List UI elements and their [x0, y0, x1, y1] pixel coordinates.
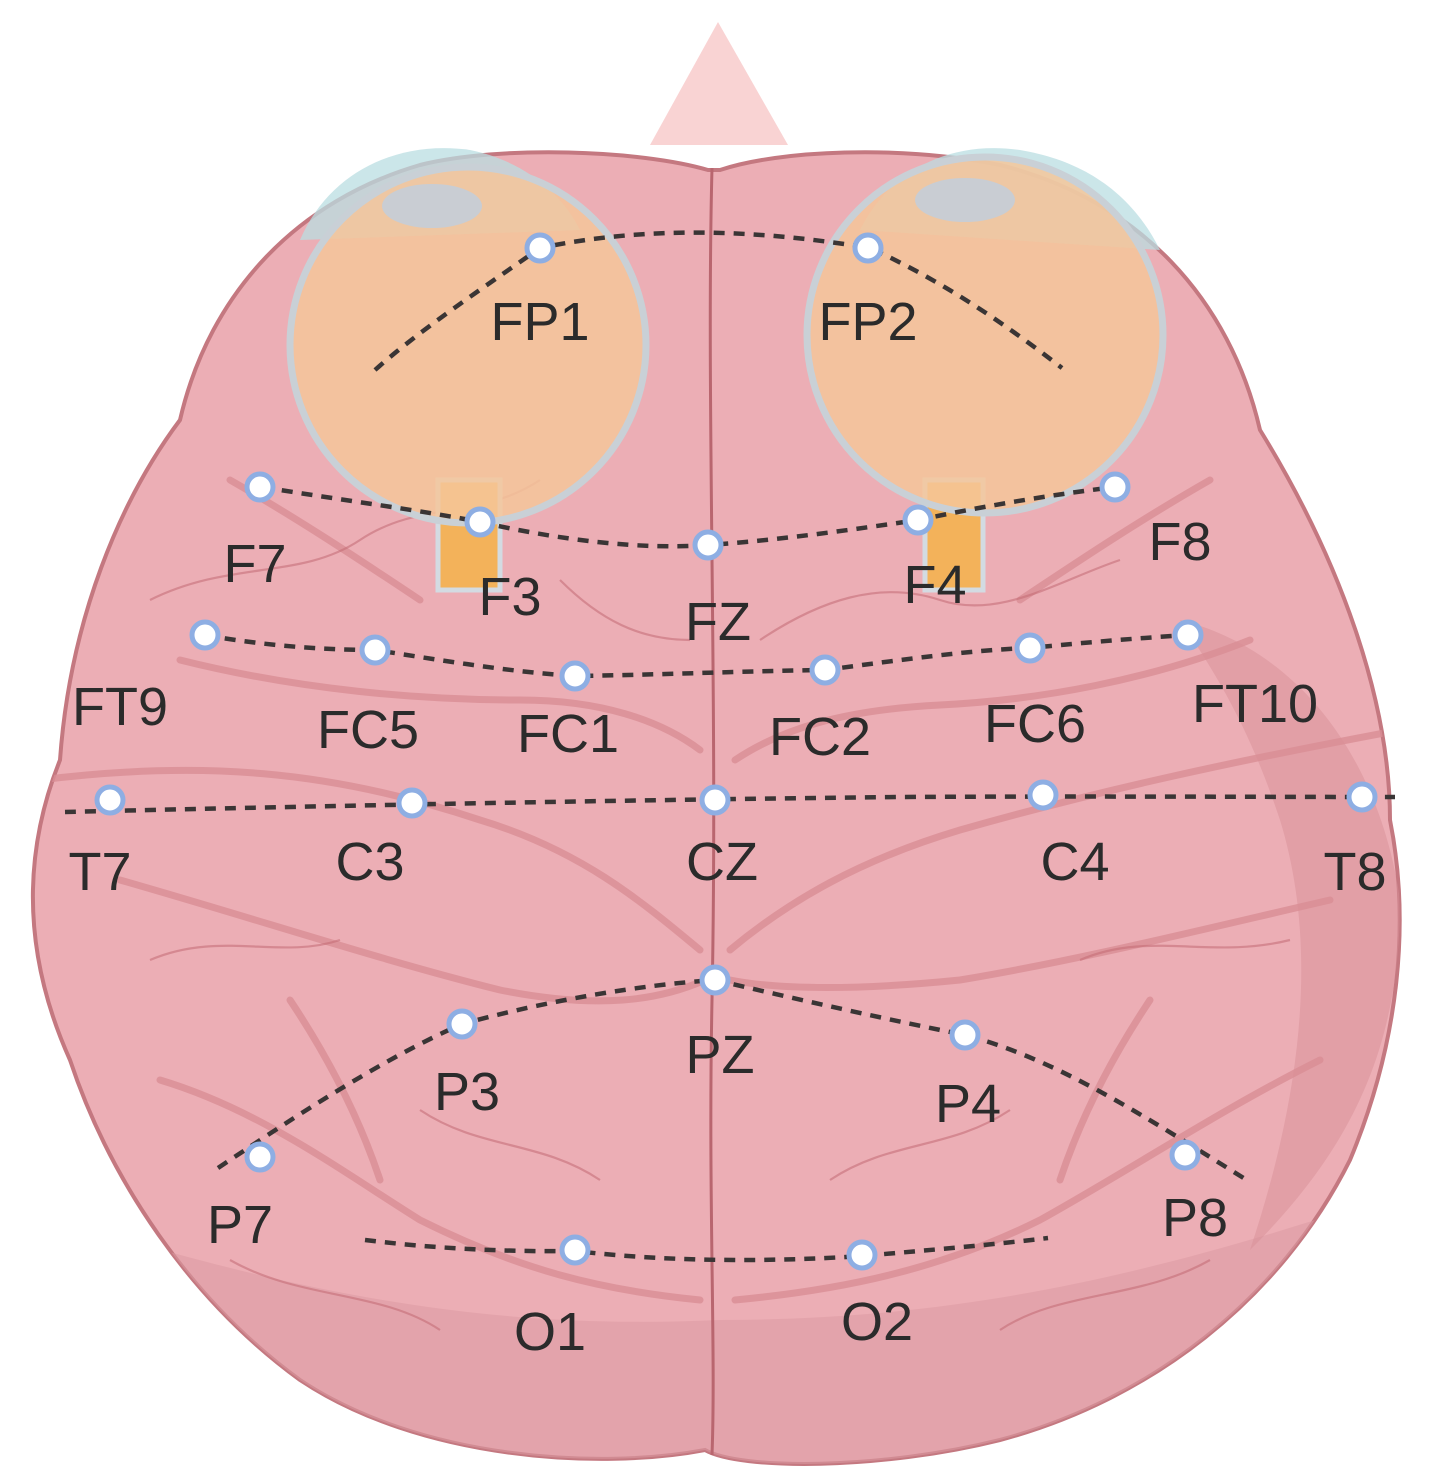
electrode-fz: [692, 529, 724, 561]
electrode-label-f7: F7: [223, 534, 286, 594]
electrode-f4: [902, 504, 934, 536]
electrode-label-fc6: FC6: [984, 694, 1086, 754]
electrode-ft9: [189, 619, 221, 651]
electrode-label-fc2: FC2: [769, 707, 871, 767]
brain-shading-right: [1180, 620, 1400, 1250]
electrode-f3: [464, 506, 496, 538]
gyrus-fold: [731, 1056, 1324, 1304]
electrode-label-pz: PZ: [685, 1025, 754, 1085]
electrode-label-p7: P7: [207, 1195, 273, 1255]
eye-left-lens: [382, 184, 482, 228]
vessel: [229, 1259, 441, 1331]
electrode-p7: [244, 1141, 276, 1173]
electrode-label-c4: C4: [1040, 832, 1109, 892]
vessel: [759, 558, 1121, 641]
electrode-f8: [1099, 471, 1131, 503]
electrode-label-fp2: FP2: [818, 292, 917, 352]
electrode-label-fz: FZ: [685, 592, 751, 652]
line-t7-t8: [64, 794, 1396, 815]
gyrus-fold: [36, 766, 704, 954]
electrode-label-p4: P4: [935, 1074, 1001, 1134]
eye-right-lens: [915, 178, 1015, 222]
electrodes: [94, 232, 1378, 1271]
electrode-label-f3: F3: [478, 567, 541, 627]
electrode-label-t8: T8: [1323, 842, 1386, 902]
electrode-label-f4: F4: [903, 555, 966, 615]
electrode-fc2: [809, 654, 841, 686]
electrode-label-t7: T7: [68, 842, 131, 902]
gyrus-fold: [156, 1076, 704, 1304]
electrode-label-p8: P8: [1162, 1188, 1228, 1248]
electrode-ft10: [1172, 619, 1204, 651]
electrode-fp2: [852, 232, 884, 264]
electrode-label-f8: F8: [1148, 512, 1211, 572]
electrode-label-p3: P3: [434, 1062, 500, 1122]
gyrus-fold: [116, 876, 709, 1005]
vessel: [1079, 938, 1291, 962]
electrode-label-fc5: FC5: [317, 700, 419, 760]
electrode-pz: [699, 964, 731, 996]
eye-right: [803, 148, 1167, 593]
vessel: [999, 1259, 1211, 1331]
line-ft9-ft10: [204, 632, 1189, 679]
electrode-c4: [1027, 779, 1059, 811]
electrode-label-c3: C3: [335, 832, 404, 892]
electrode-p4: [949, 1019, 981, 1051]
electrode-p3: [446, 1008, 478, 1040]
gyrus-fold: [1016, 476, 1214, 604]
electrode-fp1: [524, 232, 556, 264]
electrode-o1: [559, 1234, 591, 1266]
electrode-label-cz: CZ: [686, 832, 758, 892]
electrode-label-o1: O1: [514, 1302, 586, 1362]
eye-left: [286, 148, 650, 593]
electrode-label-o2: O2: [841, 1292, 913, 1352]
vessel: [559, 579, 691, 642]
brain-shading: [32, 1180, 1400, 1464]
gyrus-fold: [731, 636, 1254, 764]
electrode-t7: [94, 784, 126, 816]
line-o1-o2: [364, 1235, 1049, 1263]
electrode-label-fp1: FP1: [490, 292, 589, 352]
nose-marker-triangle: [650, 22, 788, 145]
gyrus-fold: [176, 656, 704, 754]
brain: [30, 150, 1402, 1466]
vessel: [149, 938, 341, 962]
electrode-t8: [1346, 781, 1378, 813]
electrode-o2: [846, 1239, 878, 1271]
eye-right-globe: [803, 153, 1167, 517]
vessel: [419, 1109, 601, 1181]
electrode-p8: [1169, 1139, 1201, 1171]
electrode-fc6: [1014, 632, 1046, 664]
electrode-label-ft10: FT10: [1192, 674, 1318, 734]
electrode-fc5: [359, 634, 391, 666]
electrode-c3: [396, 787, 428, 819]
electrode-cz: [699, 784, 731, 816]
vessel: [829, 1109, 1011, 1181]
gyrus-fold: [726, 896, 1334, 991]
electrode-label-ft9: FT9: [72, 677, 168, 737]
electrode-fc1: [559, 660, 591, 692]
electrode-label-fc1: FC1: [517, 704, 619, 764]
electrode-f7: [244, 471, 276, 503]
line-fp1-fp2: [373, 230, 1064, 372]
gyrus-fold: [726, 726, 1400, 954]
longitudinal-fissure: [708, 167, 716, 1456]
